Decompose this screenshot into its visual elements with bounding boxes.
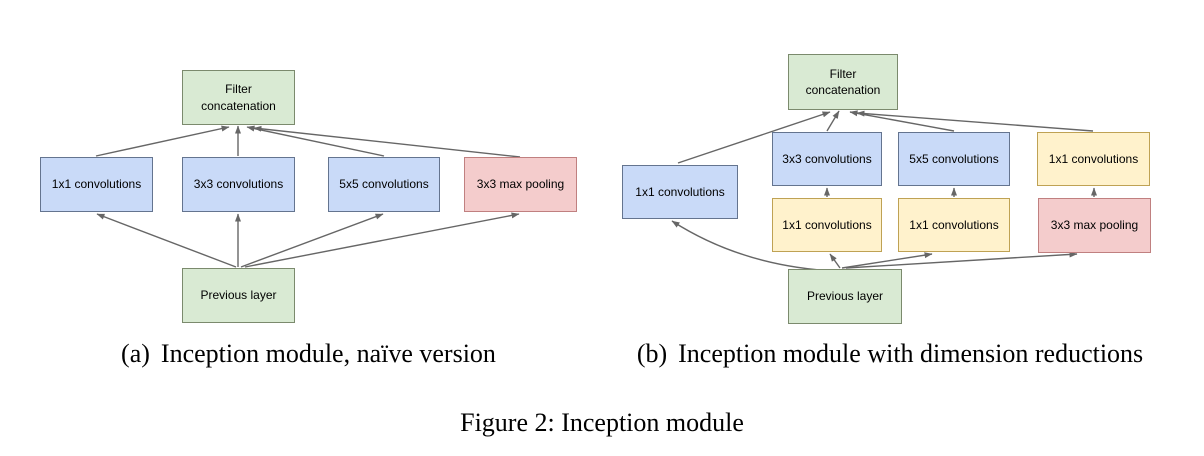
arrow-a-prev-layer-to-a-conv-1x1: [96, 213, 237, 268]
caption-a-label: (a): [121, 339, 150, 368]
caption-b-label: (b): [636, 339, 668, 368]
caption-a: (a) Inception module, naïve version: [40, 339, 577, 369]
box-label: Previous layer: [806, 289, 884, 304]
box-label: 3x3 convolutions: [193, 177, 284, 192]
box-label: 1x1 convolutions: [635, 184, 725, 199]
arrow-b-conv-5x5-to-b-filter-concat: [849, 110, 955, 132]
box-label: 3x3 max pooling: [1050, 218, 1139, 233]
diagram-a-arrows: [95, 125, 521, 268]
arrow-b-prev-layer-to-b-conv-1x1-mid2: [841, 252, 933, 269]
arrow-b-conv-1x1-top-to-b-filter-concat: [856, 110, 1094, 132]
arrow-b-prev-layer-to-b-max-pool: [845, 251, 1078, 269]
box-b-conv-1x1-mid1: 1x1 convolutions: [772, 198, 882, 252]
box-label: 5x5 convolutions: [339, 177, 429, 192]
arrow-b-prev-layer-to-b-conv-1x1-mid1: [829, 253, 841, 269]
arrow-b-conv-3x3-to-b-filter-concat: [826, 110, 840, 132]
caption-b-text: Inception module with dimension reductio…: [678, 339, 1144, 368]
arrow-a-conv-1x1-to-a-filter-concat: [95, 125, 230, 157]
box-b-prev-layer: Previous layer: [788, 269, 902, 324]
box-label: 1x1 convolutions: [909, 217, 999, 232]
box-a-filter-concat: Filter concatenation: [182, 70, 295, 125]
box-b-conv-1x1-top: 1x1 convolutions: [1037, 132, 1150, 186]
box-a-conv-1x1: 1x1 convolutions: [40, 157, 153, 212]
diagram-b-arrows: [671, 110, 1097, 272]
arrow-b-conv-1x1-left-to-b-filter-concat: [677, 111, 831, 164]
box-label: Filter concatenation: [201, 82, 276, 113]
box-b-max-pool: 3x3 max pooling: [1038, 198, 1151, 253]
box-b-conv-5x5: 5x5 convolutions: [898, 132, 1010, 186]
box-label: 5x5 convolutions: [909, 151, 999, 166]
box-b-conv-1x1-left: 1x1 convolutions: [622, 165, 738, 219]
box-a-conv-3x3: 3x3 convolutions: [182, 157, 295, 212]
box-label: 3x3 max pooling: [476, 177, 565, 192]
box-label: 1x1 convolutions: [782, 217, 872, 232]
arrow-a-max-pool-to-a-filter-concat: [253, 125, 521, 158]
box-b-conv-1x1-mid2: 1x1 convolutions: [898, 198, 1010, 252]
figure-caption: Figure 2: Inception module: [460, 408, 744, 437]
arrow-a-prev-layer-to-a-conv-5x5: [240, 213, 384, 268]
caption-a-text: Inception module, naïve version: [160, 339, 496, 368]
box-b-conv-3x3: 3x3 convolutions: [772, 132, 882, 186]
arrow-a-conv-5x5-to-a-filter-concat: [246, 125, 385, 157]
box-label: Previous layer: [200, 288, 277, 303]
box-label: 1x1 convolutions: [51, 177, 142, 192]
box-label: 3x3 convolutions: [782, 151, 872, 166]
box-label: Filter concatenation: [805, 66, 881, 97]
box-a-conv-5x5: 5x5 convolutions: [328, 157, 440, 212]
box-b-filter-concat: Filter concatenation: [788, 54, 898, 110]
box-label: 1x1 convolutions: [1048, 151, 1139, 166]
box-a-prev-layer: Previous layer: [182, 268, 295, 323]
arrow-a-prev-layer-to-a-max-pool: [244, 212, 520, 268]
caption-b: (b) Inception module with dimension reduc…: [622, 339, 1158, 369]
box-a-max-pool: 3x3 max pooling: [464, 157, 577, 212]
